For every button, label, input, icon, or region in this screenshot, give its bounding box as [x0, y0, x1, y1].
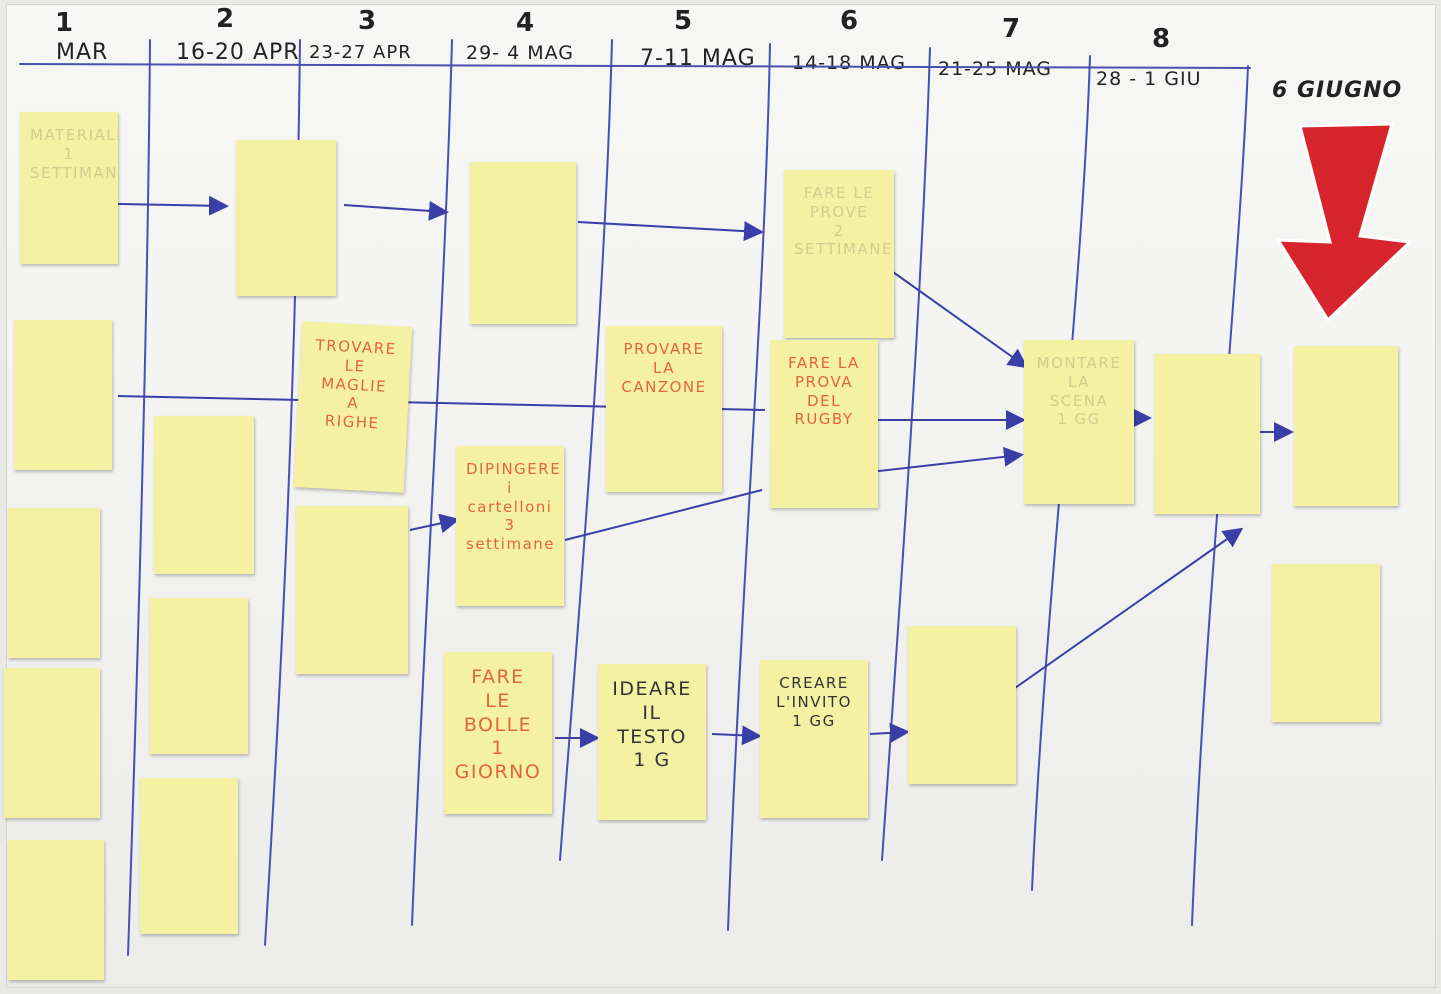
sticky-note — [470, 162, 576, 324]
sticky-note-creare-invito: CREARE L'INVITO 1 GG — [760, 660, 868, 818]
col-dates-5: 7-11 MAG — [640, 46, 756, 71]
sticky-note — [150, 598, 248, 754]
sticky-note — [154, 416, 254, 574]
sticky-note — [8, 840, 104, 980]
sticky-note-dipingere: DIPINGERE i cartelloni 3 settimane — [456, 446, 564, 606]
sticky-note — [236, 140, 336, 296]
col-dates-2: 16-20 APR — [176, 40, 300, 65]
sticky-note — [140, 778, 238, 934]
col-number-6: 6 — [840, 6, 859, 36]
sticky-note — [1294, 346, 1398, 506]
sticky-note — [1272, 564, 1380, 722]
sticky-note — [14, 320, 112, 470]
sticky-note-trovare-maglie: TROVARE LE MAGLIE A RIGHE — [293, 321, 413, 493]
sticky-note-fare-prove: FARE LE PROVE 2 SETTIMANE — [784, 170, 894, 338]
col-number-2: 2 — [216, 4, 235, 34]
sticky-note-provare-canzone: PROVARE LA CANZONE — [606, 326, 722, 492]
col-dates-7: 21-25 MAG — [938, 58, 1053, 80]
col-number-5: 5 — [674, 6, 693, 36]
sticky-note — [8, 508, 100, 658]
col-dates-final: 6 GIUGNO — [1272, 78, 1403, 103]
col-dates-1: MAR — [56, 40, 109, 65]
col-dates-3: 23-27 APR — [309, 42, 412, 63]
sticky-note — [296, 506, 408, 674]
sticky-note — [908, 626, 1016, 784]
col-number-1: 1 — [55, 8, 74, 38]
sticky-note: MATERIALI 1 SETTIMANA — [20, 112, 118, 264]
sticky-note-fare-prova-rugby: FARE LA PROVA DEL RUGBY — [770, 340, 878, 508]
col-number-3: 3 — [358, 6, 377, 36]
sticky-note-ideare-testo: IDEARE IL TESTO 1 G — [598, 664, 706, 820]
sticky-note-montare-scena: MONTARE LA SCENA 1 GG — [1024, 340, 1134, 504]
col-dates-6: 14-18 MAG — [792, 52, 907, 74]
col-number-4: 4 — [516, 8, 535, 38]
col-number-7: 7 — [1002, 14, 1021, 44]
sticky-note — [1154, 354, 1260, 514]
sticky-note-fare-bolle: FARE LE BOLLE 1 GIORNO — [444, 652, 552, 814]
sticky-note — [4, 668, 100, 818]
col-dates-8: 28 - 1 GIU — [1096, 68, 1202, 90]
col-number-8: 8 — [1152, 24, 1171, 54]
col-dates-4: 29- 4 MAG — [466, 42, 574, 64]
